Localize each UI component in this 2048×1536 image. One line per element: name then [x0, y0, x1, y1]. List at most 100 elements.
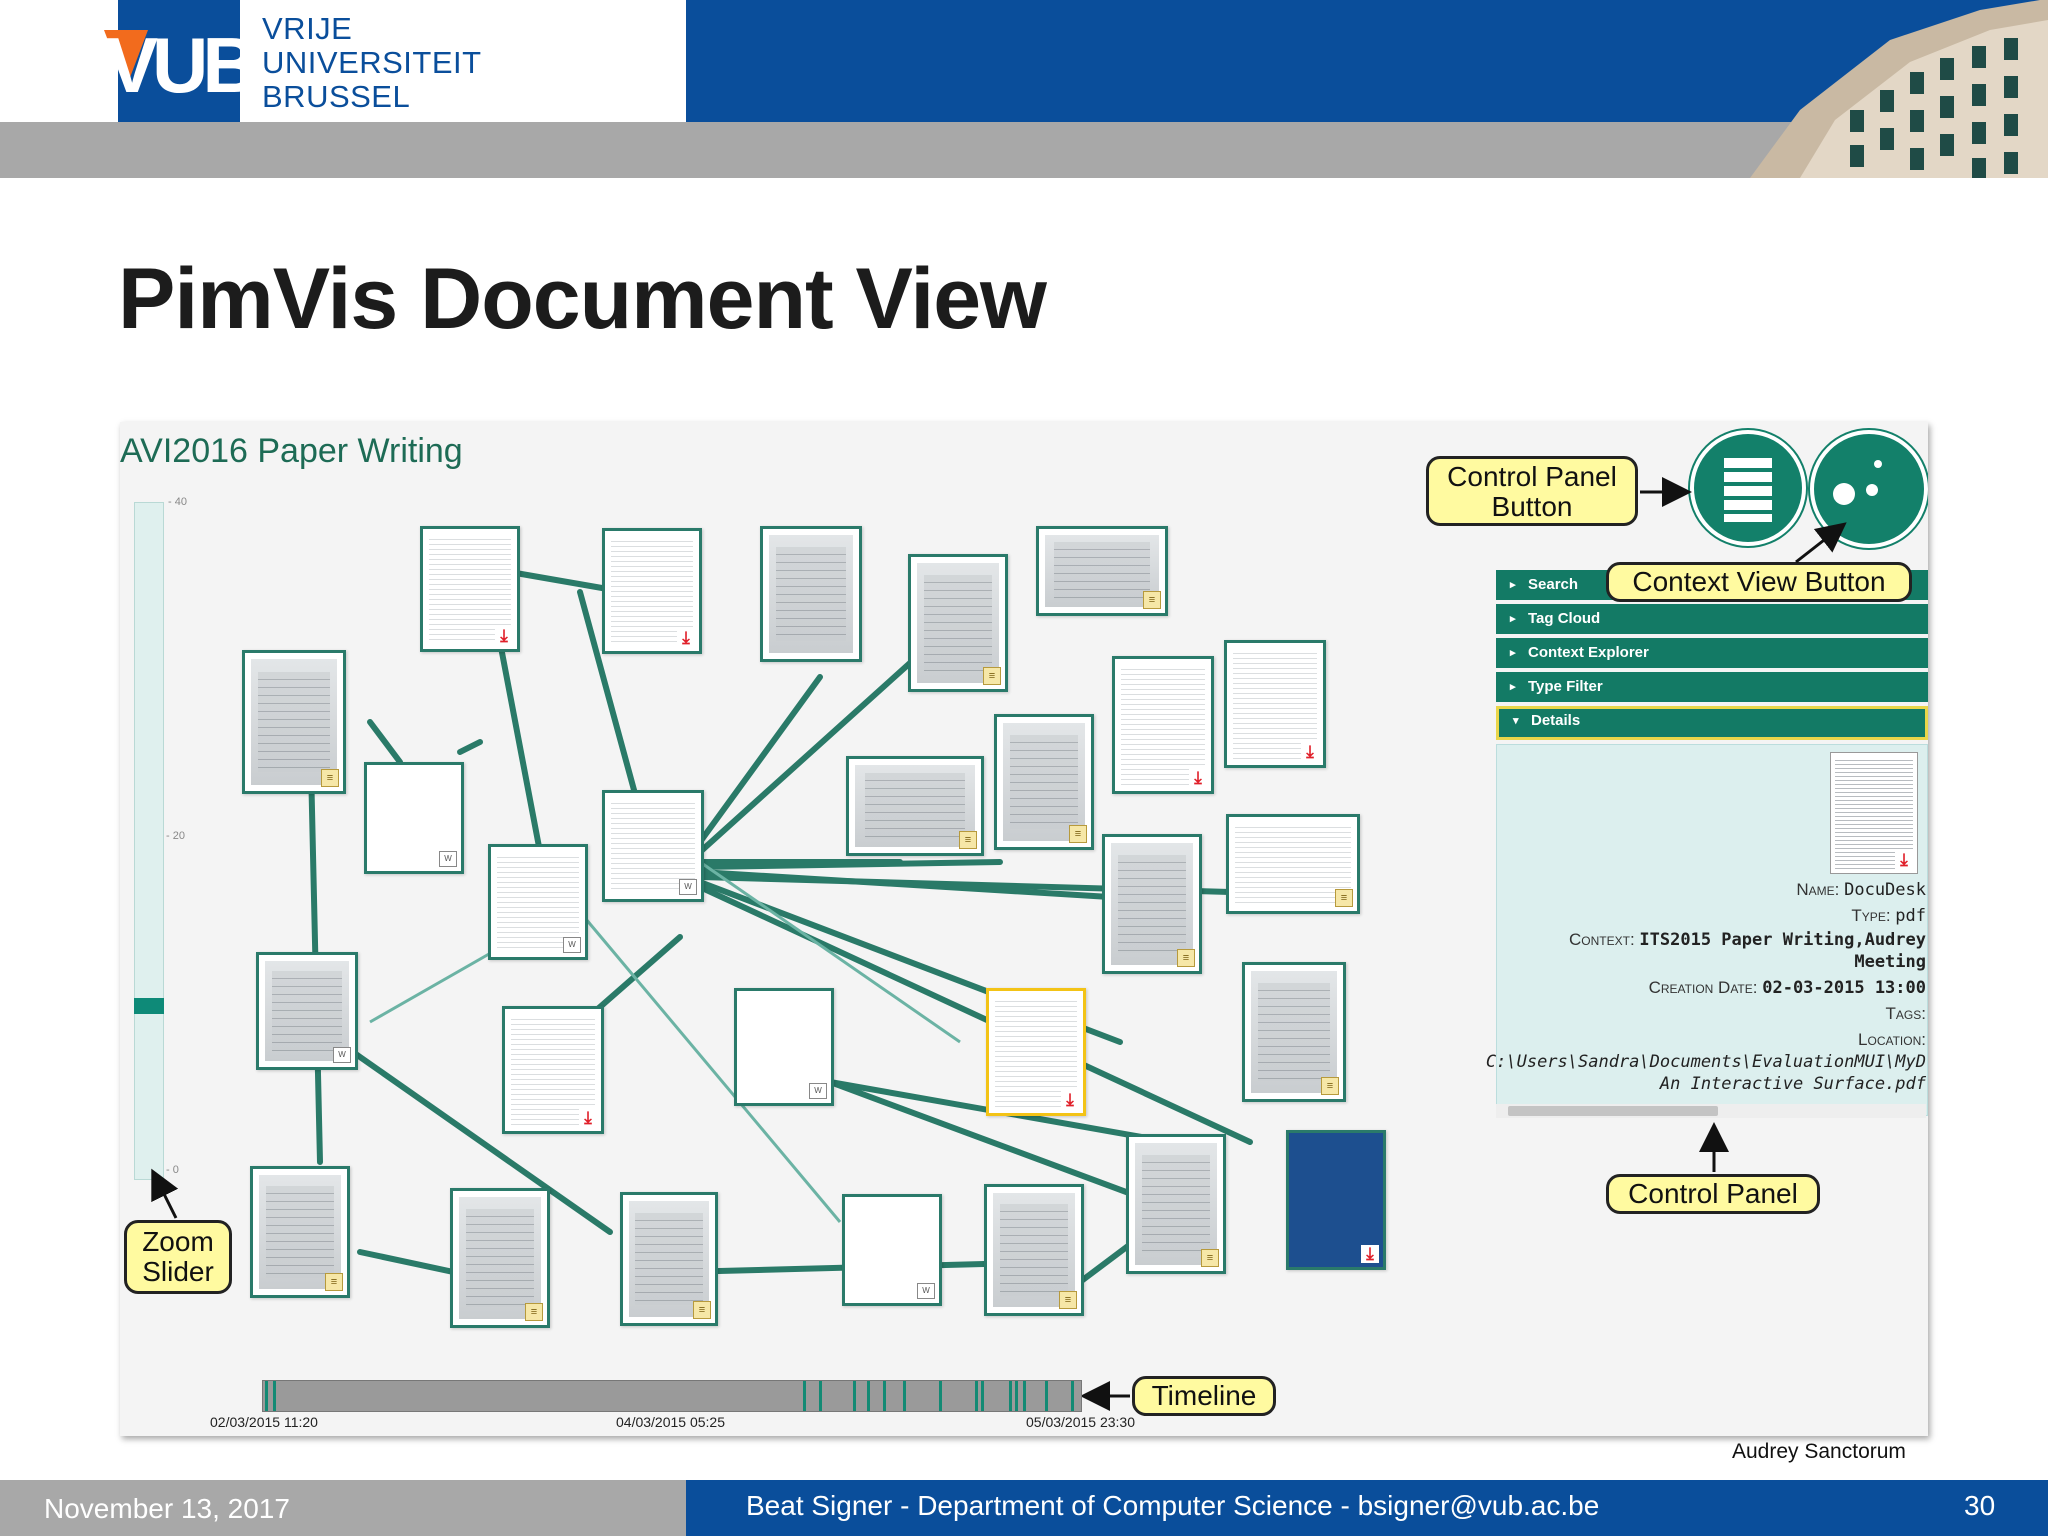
footer-date: November 13, 2017: [44, 1493, 290, 1524]
note-icon: ≡: [1143, 591, 1161, 609]
pdf-icon: ⤓: [579, 1109, 597, 1127]
note-icon: ≡: [1321, 1077, 1339, 1095]
document-thumbnail[interactable]: ≡: [250, 1166, 350, 1298]
note-icon: ≡: [693, 1301, 711, 1319]
pdf-icon: ⤓: [1895, 851, 1913, 869]
document-thumbnail[interactable]: W: [734, 988, 834, 1106]
callout-text: Control Panel: [1447, 461, 1617, 492]
zoom-slider-track[interactable]: [134, 502, 164, 1180]
document-thumbnail[interactable]: ⤓: [502, 1006, 604, 1134]
document-thumbnail[interactable]: ≡: [846, 756, 984, 856]
university-name-line: BRUSSEL: [262, 79, 411, 114]
pdf-icon: ⤓: [495, 627, 513, 645]
callout-timeline: Timeline: [1132, 1376, 1276, 1416]
details-context-row-2: Meeting: [1854, 952, 1926, 972]
callout-text: Button: [1491, 491, 1573, 522]
pdf-icon: ⤓: [1061, 1091, 1079, 1109]
callout-control-panel: Control Panel: [1606, 1174, 1820, 1214]
document-thumbnail[interactable]: ≡: [1226, 814, 1360, 914]
document-thumbnail[interactable]: ⤓: [420, 526, 520, 652]
timeline-marker[interactable]: [1045, 1381, 1048, 1411]
page-number: 30: [1964, 1490, 1996, 1521]
details-tags-label: Tags:: [1885, 1004, 1926, 1023]
timeline-marker[interactable]: [867, 1381, 870, 1411]
document-thumbnail[interactable]: ≡: [1036, 526, 1168, 616]
document-thumbnail[interactable]: ≡: [1126, 1134, 1226, 1274]
pdf-icon: ⤓: [1301, 743, 1319, 761]
timeline-marker[interactable]: [265, 1381, 268, 1411]
pdf-icon: ⤓: [1361, 1245, 1379, 1263]
timeline-marker[interactable]: [853, 1381, 856, 1411]
building-image: [1740, 0, 2048, 178]
details-context-value: ITS2015 Paper Writing,Audrey: [1639, 930, 1926, 950]
document-thumbnail[interactable]: W: [364, 762, 464, 874]
timeline-marker[interactable]: [819, 1381, 822, 1411]
app-icon: W: [333, 1047, 351, 1063]
header-grey-band: [0, 122, 2048, 178]
list-icon: [1724, 458, 1772, 522]
document-thumbnail[interactable]: ≡: [242, 650, 346, 794]
app-icon: W: [917, 1283, 935, 1299]
details-location-row: Location:: [1858, 1030, 1926, 1050]
timeline-marker[interactable]: [1023, 1381, 1026, 1411]
callout-text: Slider: [142, 1256, 214, 1287]
pimvis-screenshot: AVI2016 Paper Writing - 40 - 20 - 0 ⤓ ⤓ …: [120, 422, 1928, 1436]
image-credit: Audrey Sanctorum: [1732, 1440, 1906, 1463]
note-icon: ≡: [1069, 825, 1087, 843]
timeline[interactable]: [262, 1380, 1082, 1412]
document-thumbnail[interactable]: ≡: [450, 1188, 550, 1328]
document-thumbnail[interactable]: ⤓: [602, 528, 702, 654]
document-thumbnail[interactable]: ≡: [908, 554, 1008, 692]
timeline-marker[interactable]: [903, 1381, 906, 1411]
document-thumbnail[interactable]: W: [842, 1194, 942, 1306]
details-name-label: Name:: [1796, 880, 1840, 899]
details-location-value: C:\Users\Sandra\Documents\EvaluationMUI\…: [1485, 1052, 1926, 1072]
university-name: VRIJE UNIVERSITEIT BRUSSEL: [262, 12, 482, 114]
book-cover-thumbnail[interactable]: ⤓: [1286, 1130, 1386, 1270]
document-thumbnail[interactable]: ≡: [1102, 834, 1202, 974]
timeline-marker[interactable]: [1009, 1381, 1012, 1411]
university-name-line: UNIVERSITEIT: [262, 45, 482, 80]
timeline-marker[interactable]: [939, 1381, 942, 1411]
panel-bar-tag-cloud[interactable]: Tag Cloud: [1496, 604, 1928, 634]
details-context-value: Meeting: [1854, 952, 1926, 972]
document-thumbnail[interactable]: ≡: [1242, 962, 1346, 1102]
document-thumbnail[interactable]: ≡: [994, 714, 1094, 850]
timeline-marker[interactable]: [273, 1381, 276, 1411]
context-title: AVI2016 Paper Writing: [120, 432, 463, 470]
zoom-slider-thumb[interactable]: [134, 998, 164, 1014]
document-thumbnail[interactable]: ≡: [984, 1184, 1084, 1316]
footer-author: Beat Signer - Department of Computer Sci…: [746, 1490, 1600, 1521]
control-panel-button[interactable]: [1690, 430, 1806, 546]
note-icon: ≡: [1177, 949, 1195, 967]
document-thumbnail[interactable]: ⤓: [1224, 640, 1326, 768]
document-thumbnail[interactable]: ⤓: [1112, 656, 1214, 794]
document-thumbnail[interactable]: ≡: [620, 1192, 718, 1326]
document-thumbnail[interactable]: W: [488, 844, 588, 960]
timeline-marker[interactable]: [883, 1381, 886, 1411]
timeline-marker[interactable]: [981, 1381, 984, 1411]
note-icon: ≡: [959, 831, 977, 849]
panel-bar-type-filter[interactable]: Type Filter: [1496, 672, 1928, 702]
details-context-label: Context:: [1569, 930, 1635, 949]
timeline-marker[interactable]: [975, 1381, 978, 1411]
panel-bar-details[interactable]: Details: [1496, 706, 1928, 740]
timeline-marker[interactable]: [803, 1381, 806, 1411]
pdf-icon: ⤓: [1189, 769, 1207, 787]
document-thumbnail[interactable]: [760, 526, 862, 662]
details-location-value-2: An Interactive Surface.pdf: [1659, 1074, 1926, 1094]
details-scrollbar-thumb[interactable]: [1508, 1106, 1718, 1116]
note-icon: ≡: [525, 1303, 543, 1321]
details-name-row: Name: DocuDesk: [1796, 880, 1926, 900]
vub-logo: VUB: [106, 21, 259, 109]
timeline-marker[interactable]: [1071, 1381, 1074, 1411]
note-icon: ≡: [1059, 1291, 1077, 1309]
timeline-marker[interactable]: [1015, 1381, 1018, 1411]
document-thumbnail[interactable]: W: [602, 790, 704, 902]
document-thumbnail[interactable]: W: [256, 952, 358, 1070]
details-type-value: pdf: [1895, 906, 1926, 926]
zoom-tick-label: - 20: [166, 830, 185, 842]
panel-bar-context-explorer[interactable]: Context Explorer: [1496, 638, 1928, 668]
selected-document-thumbnail[interactable]: ⤓: [986, 988, 1086, 1116]
app-icon: W: [563, 937, 581, 953]
